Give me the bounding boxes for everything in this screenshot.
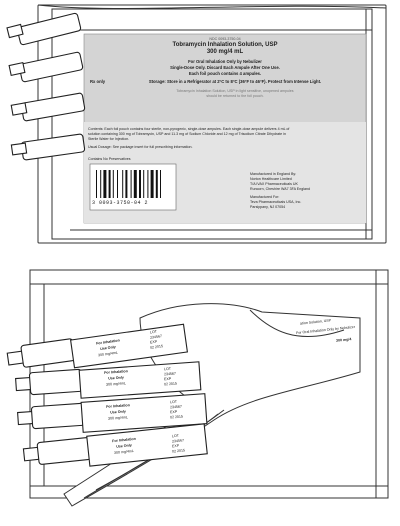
- barcode-bar: [122, 170, 124, 198]
- bottom-ampule-4: [22, 423, 208, 467]
- contents-line-1: Contents: Each foil pouch contains four …: [88, 127, 290, 131]
- ampule-4-lot-label: LOT: [171, 433, 180, 439]
- barcode-bar: [147, 170, 149, 198]
- product-strength: 300 mg/4 mL: [206, 49, 244, 55]
- storage-note-line-2: should be returned to the foil pouch.: [206, 94, 264, 98]
- barcode-bar: [143, 170, 145, 198]
- rx-only: Rx only: [90, 79, 106, 84]
- barcode: [96, 170, 161, 198]
- ampule-3-exp-label: EXP: [169, 409, 178, 415]
- ampule-4-exp-label: EXP: [171, 443, 180, 449]
- bottom-ampule-2: [15, 361, 202, 399]
- barcode-bar: [117, 170, 118, 198]
- manufacturer-line-4: Runcorn, Cheshire WA7 3FA England: [250, 187, 310, 191]
- manufactured-for-line-1: Manufactured For:: [250, 195, 280, 199]
- manufacturer-line-1: Manufactured in England By:: [250, 172, 297, 176]
- no-preservatives: Contains No Preservatives: [88, 157, 131, 161]
- barcode-bar: [133, 170, 137, 198]
- contents-line-3: Sterile Water for Injection.: [88, 137, 130, 141]
- barcode-bar: [125, 170, 128, 198]
- bottom-ampule-3: [17, 393, 208, 433]
- barcode-bar: [96, 170, 97, 198]
- barcode-bar: [100, 170, 102, 198]
- barcode-bar: [160, 170, 161, 198]
- product-name: Tobramycin Inhalation Solution, USP: [172, 42, 278, 48]
- single-dose-text: Single-Dose Only. Discard Each Ampule Af…: [170, 65, 280, 70]
- usual-dosage: Usual Dosage: See package insert for ful…: [88, 145, 193, 149]
- contents-line-2: solution containing 300 mg of Tobramycin…: [88, 132, 286, 136]
- barcode-bar: [155, 170, 158, 198]
- top-ampule-3: [10, 92, 86, 122]
- ndc-number: NDC 0093-3750-04: [209, 37, 241, 41]
- barcode-bar: [103, 170, 107, 198]
- ampule-3-lot-label: LOT: [169, 399, 178, 405]
- barcode-bar: [150, 170, 154, 198]
- barcode-bar: [139, 170, 141, 198]
- top-ampules: [6, 12, 86, 161]
- manufacturer-line-3: T/A IVAX Pharmaceuticals UK: [250, 182, 298, 186]
- route-text: For Oral Inhalation Only by Nebulizer: [188, 59, 262, 64]
- top-ampule-1: [6, 12, 82, 46]
- manufacturer-line-2: Norton Healthcare Limited: [250, 177, 292, 181]
- barcode-bar: [130, 170, 132, 198]
- manufactured-for-line-3: Parsippany, NJ 07054: [250, 205, 286, 209]
- bottom-ampules: [6, 323, 208, 467]
- manufactured-for-line-2: Teva Pharmaceuticals USA, Inc.: [250, 200, 302, 204]
- barcode-bar: [108, 170, 111, 198]
- storage-note-line-1: Tobramycin Inhalation Solution, USP in l…: [176, 89, 294, 93]
- ampule-2-exp-label: EXP: [163, 376, 172, 382]
- storage-text: Storage: Store in a Refrigerator at 2°C …: [148, 79, 322, 84]
- top-ampule-4: [10, 133, 86, 161]
- contains-text: Each foil pouch contains 4 ampules.: [188, 71, 262, 76]
- barcode-number: 3 0093-3750-04 2: [92, 200, 149, 206]
- ampule-2-lot-label: LOT: [163, 366, 172, 372]
- barcode-bar: [112, 170, 114, 198]
- bottom-ampule-1: [6, 323, 189, 369]
- top-ampule-2: [8, 51, 84, 83]
